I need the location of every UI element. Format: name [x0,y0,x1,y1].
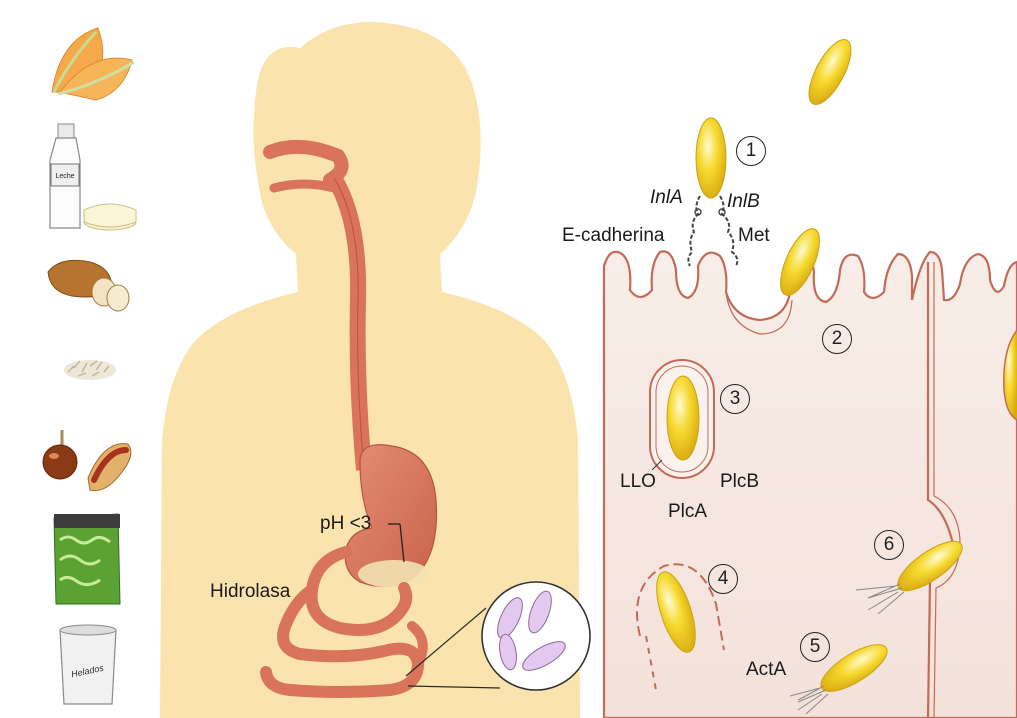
inlb-label: InlB [727,192,760,211]
bacterium-step1 [696,118,726,198]
shredded-cheese-icon [64,360,116,380]
lettuce-bag-icon [54,514,120,604]
ice-cream-tub-icon: Helados [60,625,116,704]
hidrolasa-label: Hidrolasa [210,582,290,601]
step-6-marker: 6 [874,530,904,560]
step-2-marker: 2 [822,324,852,354]
cantaloupe-icon [52,28,134,100]
met-label: Met [738,226,770,245]
ph-label: pH <3 [320,514,371,533]
plca-label: PlcA [668,502,707,521]
food-column: Leche [43,28,136,704]
step-4-marker: 4 [708,564,738,594]
vacuole-step3 [650,360,714,478]
bacterium-top-right [801,34,860,111]
acta-label: ActA [746,660,786,679]
step-5-marker: 5 [800,632,830,662]
plcb-label: PlcB [720,472,759,491]
milk-label: Leche [55,173,74,180]
step-1-marker: 1 [736,136,766,166]
e-cadherina-label: E-cadherina [562,226,664,245]
bread-loaf-icon [48,260,129,311]
cheese-icon [84,204,136,230]
llo-label: LLO [620,472,656,491]
inla-label: InlA [650,188,683,207]
step-3-marker: 3 [720,384,750,414]
milk-bottle-icon: Leche [50,124,80,228]
zoom-circle [482,582,590,690]
hotdog-icon [88,444,131,491]
candy-apple-icon [43,430,77,479]
